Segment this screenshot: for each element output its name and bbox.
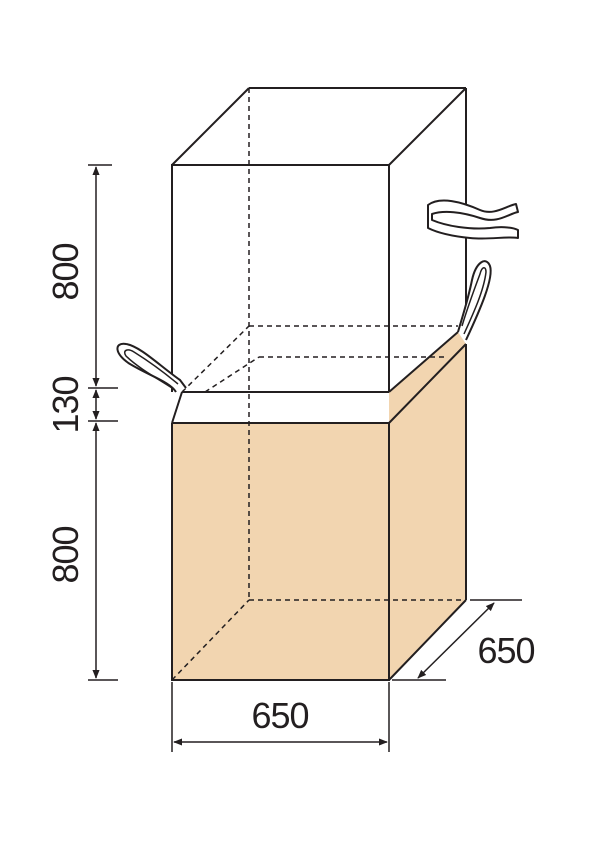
skirt-top-left-edge	[171, 87, 250, 166]
label-top-section-height: 800	[45, 243, 86, 300]
depth-dimension: 650	[392, 599, 536, 681]
width-dimension: 650	[171, 682, 390, 752]
collar-hidden-mid-left	[204, 356, 260, 393]
left-lifting-loop	[116, 342, 187, 393]
loop-icon	[116, 342, 187, 393]
collar-side-strip	[389, 332, 466, 423]
bag-body	[172, 332, 466, 680]
vertical-dimensions: 800 130 800	[45, 164, 118, 681]
left-lifting-loop-inner	[123, 349, 179, 389]
body-hidden-bottom-left	[171, 599, 250, 681]
label-bottom-section-height: 800	[45, 526, 86, 583]
collar-hidden-top-left	[181, 325, 250, 393]
bag-side-face	[389, 344, 466, 680]
string-icon	[427, 199, 519, 240]
label-depth: 650	[477, 630, 534, 671]
label-width: 650	[251, 695, 308, 736]
bag-front-face	[172, 423, 389, 680]
tie-string	[427, 199, 519, 240]
top-skirt	[171, 87, 467, 600]
loop-icon	[457, 260, 492, 341]
right-lifting-loop-inner	[461, 267, 487, 335]
collar-right-bottom-edge	[388, 343, 467, 424]
collar-left-edge	[171, 391, 183, 424]
collar	[171, 325, 467, 424]
collar-front-strip	[172, 392, 389, 423]
right-lifting-loop	[457, 260, 492, 341]
skirt-front-outline	[171, 164, 390, 392]
collar-right-top-edge	[388, 331, 459, 393]
label-collar-height: 130	[45, 376, 86, 433]
dim-arrow-depth	[417, 602, 495, 679]
skirt-top-right-edge	[388, 87, 467, 166]
